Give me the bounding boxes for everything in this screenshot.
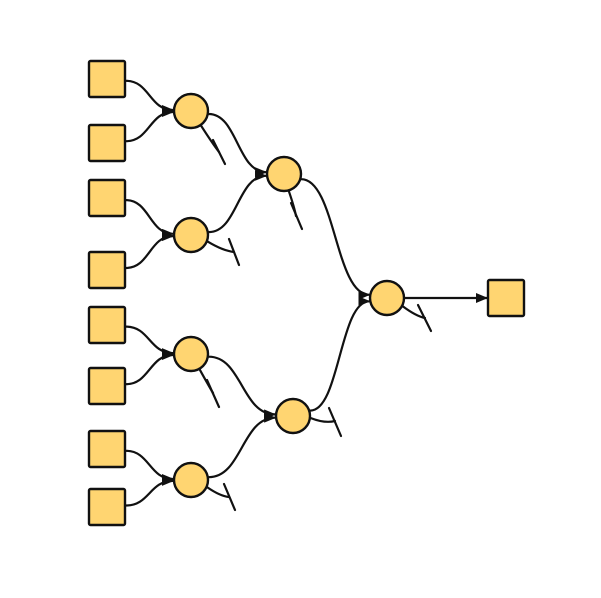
discard-stub-m2 <box>206 240 236 254</box>
input-node-in5 <box>87 305 127 345</box>
discard-stub-m6 <box>309 417 337 423</box>
input-node-in8 <box>87 487 127 527</box>
input-node-in7 <box>87 429 127 469</box>
edge-m1-to-m5 <box>207 112 268 178</box>
edge-m4-to-m6 <box>207 412 277 479</box>
edge-in4-to-m2 <box>124 231 175 270</box>
edge-in7-to-m4 <box>124 449 175 484</box>
input-node-in3 <box>87 178 127 218</box>
discard-marks-layer <box>198 124 433 512</box>
input-node-in2 <box>87 123 127 163</box>
discard-mark-m6 <box>309 406 343 438</box>
discard-tick-m7 <box>416 303 433 333</box>
discard-mark-m1 <box>200 124 227 166</box>
merge-node-m1 <box>172 92 210 130</box>
edge-m2-to-m5 <box>207 170 268 234</box>
merge-node-m5 <box>265 155 303 193</box>
input-node-in4 <box>87 250 127 290</box>
edge-in6-to-m3 <box>124 350 175 386</box>
merge-node-m2 <box>172 216 210 254</box>
merge-node-m3 <box>172 335 210 373</box>
edge-in8-to-m4 <box>124 475 175 507</box>
merge-node-m4 <box>172 461 210 499</box>
edge-in2-to-m1 <box>124 107 175 143</box>
discard-stub-m4 <box>206 486 231 499</box>
input-node-in1 <box>87 59 127 99</box>
edge-m3-to-m6 <box>207 355 277 420</box>
discard-mark-m3 <box>198 368 221 409</box>
merge-node-m6 <box>274 397 312 435</box>
edges-layer <box>124 79 489 507</box>
discard-tick-m5 <box>289 201 304 231</box>
edge-m6-to-m7 <box>309 296 371 412</box>
discard-mark-m2 <box>206 237 241 267</box>
merge-node-m7 <box>368 279 406 317</box>
edge-in3-to-m2 <box>124 199 175 239</box>
discard-tick-m3 <box>205 378 221 409</box>
discard-mark-m7 <box>401 303 433 333</box>
edge-m5-to-m7 <box>300 178 371 300</box>
discard-tick-m4 <box>222 482 237 512</box>
discard-tick-m1 <box>211 138 227 166</box>
output-node-out <box>486 278 526 318</box>
edge-in1-to-m1 <box>124 79 175 115</box>
edge-in5-to-m3 <box>124 325 175 359</box>
discard-tick-m2 <box>227 237 241 267</box>
nodes-layer <box>87 59 526 527</box>
discard-mark-m5 <box>287 190 304 231</box>
discard-mark-m4 <box>206 482 237 512</box>
discard-tick-m6 <box>327 406 343 438</box>
input-node-in6 <box>87 366 127 406</box>
